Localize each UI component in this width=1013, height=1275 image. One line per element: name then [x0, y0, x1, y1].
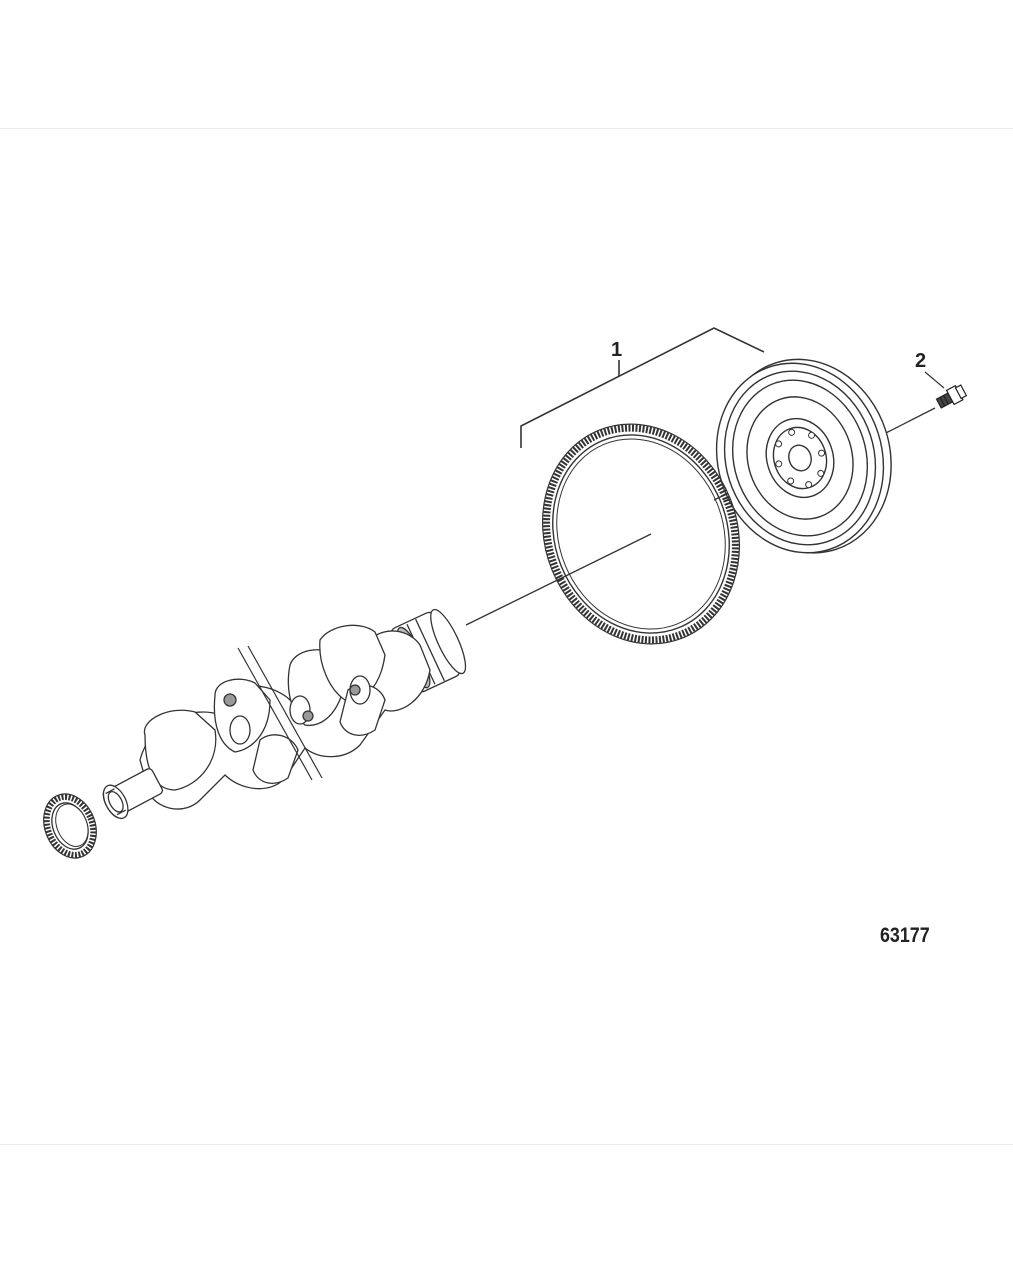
figure-number: 63177 [880, 924, 930, 947]
flywheel-bolt [935, 384, 968, 409]
callout-number-1: 1 [611, 339, 623, 361]
page-top-rule [0, 128, 1013, 129]
callout-1-bracket [520, 327, 765, 448]
page-bottom-rule [0, 1144, 1013, 1145]
callout-2-leader [924, 371, 945, 389]
ring-gear [541, 423, 741, 645]
crankshaft [102, 608, 467, 820]
crankshaft-gear [43, 793, 97, 859]
flywheel [715, 358, 892, 554]
callout-number-2: 2 [915, 350, 927, 372]
